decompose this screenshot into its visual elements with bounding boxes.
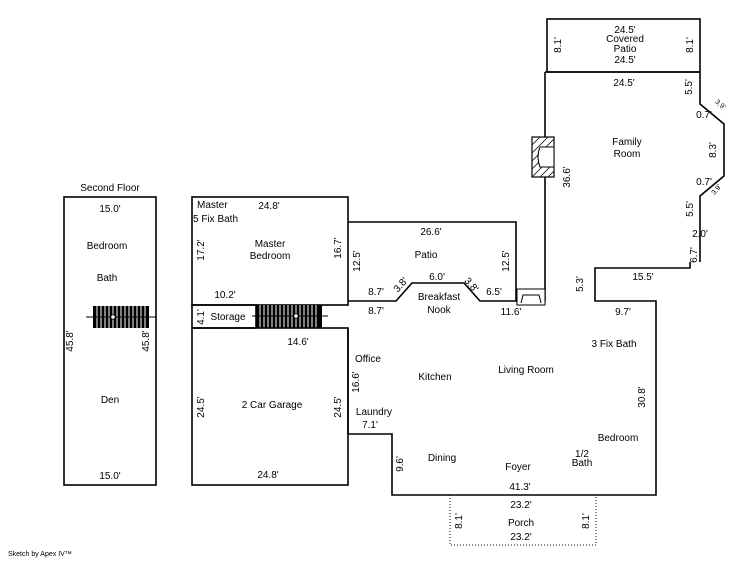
dim-family-right-lower: 5.5' bbox=[685, 201, 696, 217]
dim-family-west-wall: 36.6' bbox=[562, 166, 573, 187]
dim-family-07-upper: 0.7' bbox=[696, 110, 712, 121]
label-breakfast: Breakfast bbox=[418, 292, 460, 303]
label-nook: Nook bbox=[427, 305, 451, 316]
label-second-floor: Second Floor bbox=[80, 183, 140, 194]
dim-porch-top: 23.2' bbox=[510, 500, 531, 511]
dim-garage-bottom: 24.8' bbox=[257, 470, 278, 481]
dim-garage-left: 24.5' bbox=[196, 396, 207, 417]
label-three-fix-bath: 3 Fix Bath bbox=[591, 339, 636, 350]
label-foyer: Foyer bbox=[505, 462, 531, 473]
label-bedroom: Bedroom bbox=[598, 433, 639, 444]
dim-family-right-low: 6.7' bbox=[689, 247, 700, 263]
dim-storage-top: 10.2' bbox=[214, 290, 235, 301]
dim-office-left: 16.6' bbox=[351, 371, 362, 392]
dim-second-floor-left: 45.8' bbox=[65, 330, 76, 351]
dim-foyer-bottom: 41.3' bbox=[509, 482, 530, 493]
label-master: Master bbox=[197, 200, 228, 211]
dim-second-floor-bottom: 15.0' bbox=[99, 471, 120, 482]
label-bedroom-second-floor: Bedroom bbox=[87, 241, 128, 252]
dim-family-top: 24.5' bbox=[613, 78, 634, 89]
label-master-bedroom-line1: Master bbox=[255, 239, 286, 250]
main-stairs bbox=[252, 305, 328, 328]
second-floor-stairs bbox=[86, 306, 156, 328]
label-den: Den bbox=[101, 395, 119, 406]
dim-step-top: 15.5' bbox=[632, 272, 653, 283]
label-porch: Porch bbox=[508, 518, 534, 529]
dim-family-07-lower: 0.7' bbox=[696, 177, 712, 188]
label-living-room: Living Room bbox=[498, 365, 554, 376]
dim-patio-bottom-left: 8.7' bbox=[368, 287, 384, 298]
covered-patio-outline bbox=[546, 18, 701, 73]
dim-patio-right: 12.5' bbox=[501, 250, 512, 271]
dim-patio-top: 26.6' bbox=[420, 227, 441, 238]
dim-second-floor-top: 15.0' bbox=[99, 204, 120, 215]
dim-patio-bottom-mid: 6.0' bbox=[429, 272, 445, 283]
dim-living-right: 30.8' bbox=[637, 386, 648, 407]
dim-garage-top: 14.6' bbox=[287, 337, 308, 348]
dim-garage-right: 24.5' bbox=[333, 396, 344, 417]
dim-nook-left: 8.7' bbox=[368, 306, 384, 317]
dim-nook-right: 11.6' bbox=[501, 307, 522, 318]
dim-master-left: 17.2' bbox=[196, 239, 207, 260]
label-covered-line2: Patio bbox=[614, 44, 637, 55]
dim-family-right-mid: 8.3' bbox=[708, 142, 719, 158]
dim-dining-left: 9.6' bbox=[395, 456, 406, 472]
dim-second-floor-right: 45.8' bbox=[141, 330, 152, 351]
label-five-fix-bath: 5 Fix Bath bbox=[193, 214, 238, 225]
porch-outline bbox=[449, 495, 597, 546]
dim-family-step: 2.0' bbox=[692, 229, 708, 240]
label-storage: Storage bbox=[210, 312, 245, 323]
dim-patio-left: 12.5' bbox=[352, 250, 363, 271]
second-floor-outline bbox=[63, 196, 157, 486]
fireplace-family-room bbox=[531, 136, 555, 178]
sketch-credit: Sketch by Apex IV™ bbox=[8, 551, 72, 558]
dim-laundry-bottom: 7.1' bbox=[362, 420, 378, 431]
dim-porch-left: 8.1' bbox=[454, 513, 465, 529]
label-office: Office bbox=[355, 354, 381, 365]
patio-outline bbox=[348, 221, 517, 302]
dim-covered-right: 8.1' bbox=[685, 37, 696, 53]
label-covered-line1: Covered bbox=[606, 34, 644, 45]
label-half-bath-line2: Bath bbox=[572, 458, 593, 469]
dim-covered-left: 8.1' bbox=[553, 37, 564, 53]
label-master-bedroom-line2: Bedroom bbox=[250, 251, 291, 262]
label-family-room-line1: Family bbox=[612, 137, 641, 148]
label-bath-second-floor: Bath bbox=[97, 273, 118, 284]
dim-porch-right: 8.1' bbox=[581, 513, 592, 529]
dim-covered-bottom: 24.5' bbox=[614, 55, 635, 66]
dim-master-top: 24.8' bbox=[258, 201, 279, 212]
dim-covered-top: 24.5' bbox=[614, 25, 635, 36]
dim-step-left: 5.3' bbox=[575, 276, 586, 292]
dim-patio-bottom-right: 6.5' bbox=[486, 287, 502, 298]
dim-porch-bottom: 23.2' bbox=[510, 532, 531, 543]
label-family-room-line2: Room bbox=[614, 149, 641, 160]
label-kitchen: Kitchen bbox=[418, 372, 451, 383]
dim-family-right-upper: 5.5' bbox=[684, 79, 695, 95]
label-patio: Patio bbox=[415, 250, 438, 261]
label-half-bath-line1: 1/2 bbox=[575, 449, 589, 460]
main-house-outline bbox=[347, 262, 691, 496]
dim-storage-left: 4.1' bbox=[196, 309, 207, 325]
label-garage: 2 Car Garage bbox=[242, 400, 303, 411]
label-laundry: Laundry bbox=[356, 407, 392, 418]
fireplace-living-room bbox=[516, 288, 546, 306]
dim-master-right: 16.7' bbox=[333, 237, 344, 258]
label-dining: Dining bbox=[428, 453, 456, 464]
dim-living-top: 9.7' bbox=[615, 307, 631, 318]
